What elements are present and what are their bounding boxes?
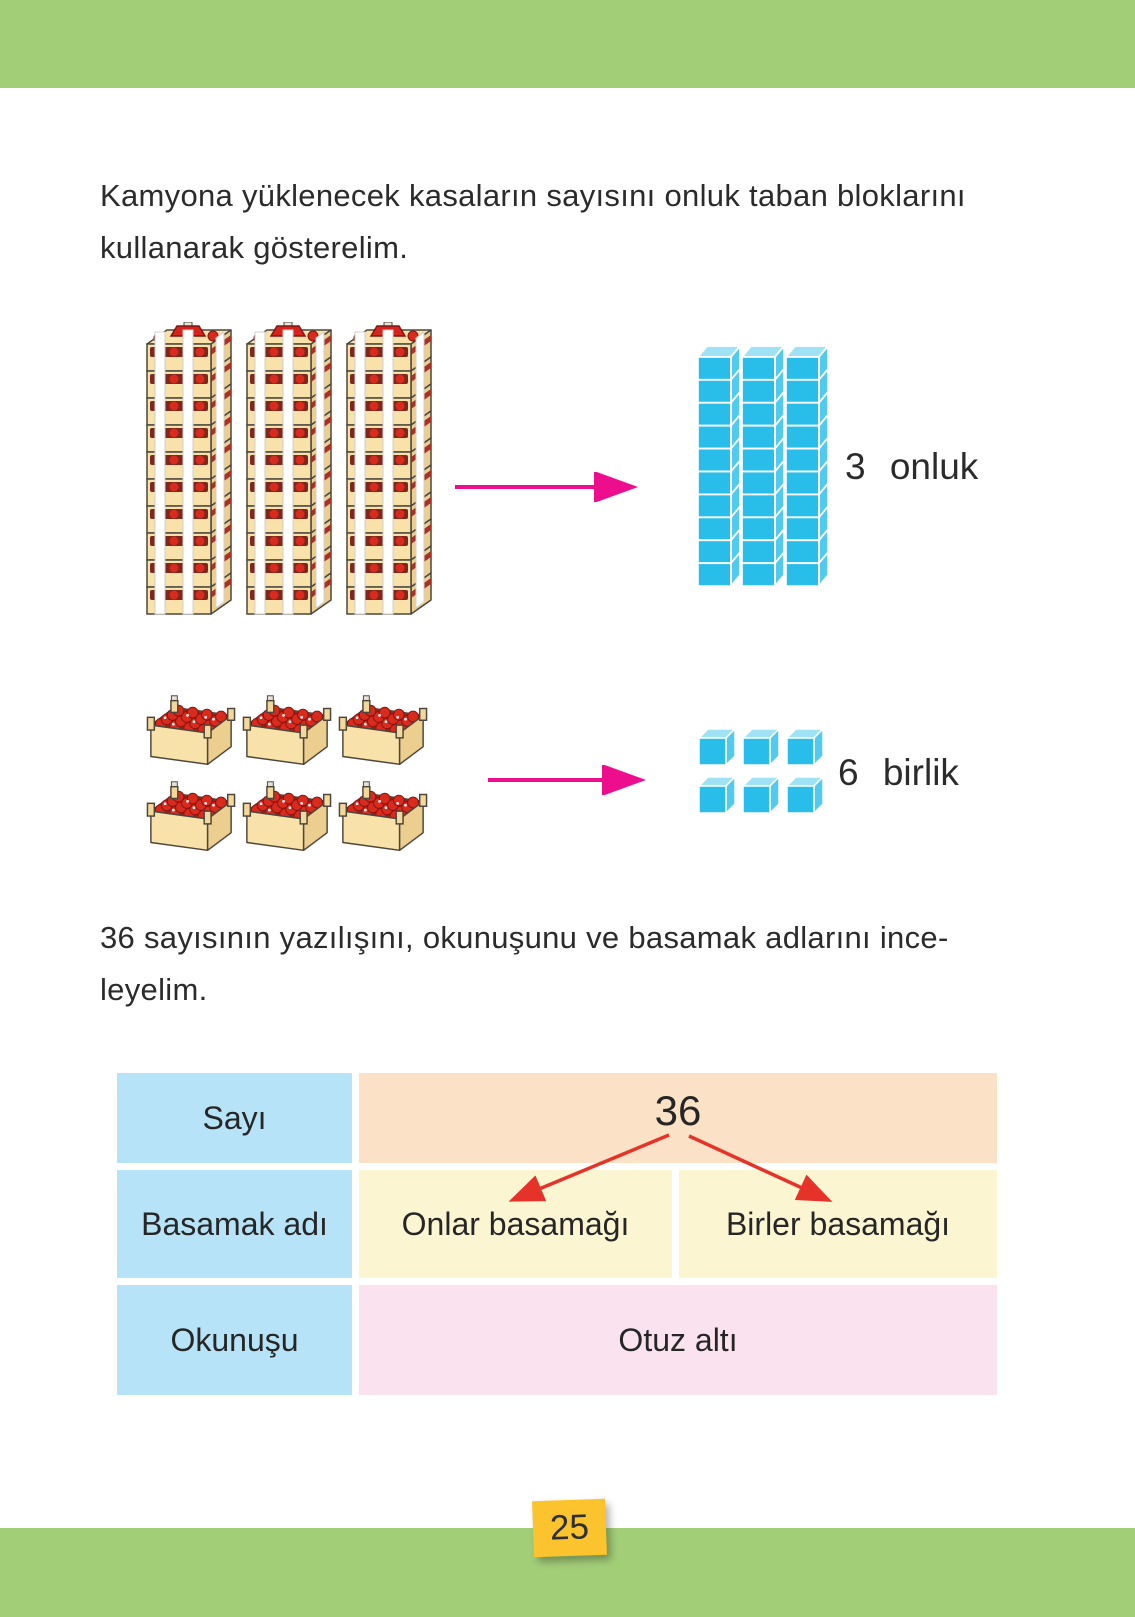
page-number-badge: 25 [532, 1498, 607, 1558]
table-value-okunusu: Otuz altı [359, 1285, 997, 1395]
right-arrow-tens [455, 472, 638, 502]
fruit-crate-illustration [146, 781, 236, 852]
ones-count-label: 6 birlik [838, 752, 959, 793]
ones-cube-illustration [785, 727, 825, 766]
ones-cube-illustration [741, 775, 781, 814]
section2-line-2: leyelim. [100, 972, 208, 1007]
ones-cube-illustration [785, 775, 825, 814]
intro-line-1: Kamyona yüklenecek kasaların sayısını on… [100, 178, 966, 213]
table-header-sayi: Sayı [117, 1073, 352, 1163]
top-green-band [0, 0, 1135, 88]
section2-line-1: 36 sayısının yazılışını, okunuşunu ve ba… [100, 920, 949, 955]
table-cell-birler-basamagi: Birler basamağı [679, 1170, 997, 1278]
fruit-crate-illustration [146, 695, 236, 766]
ones-cube-illustration [741, 727, 781, 766]
tens-rod-illustration [785, 344, 829, 588]
fruit-crate-illustration [242, 781, 332, 852]
tens-rod-illustration [741, 344, 785, 588]
section2-paragraph: 36 sayısının yazılışını, okunuşunu ve ba… [100, 912, 1040, 1016]
right-arrow-ones [488, 765, 646, 795]
tens-count-label: 3 onluk [845, 446, 979, 487]
fruit-crate-illustration [338, 781, 428, 852]
place-value-table: Sayı 36 Basamak adı Onlar basamağı Birle… [117, 1073, 997, 1395]
tens-rods-figure [697, 344, 829, 588]
intro-paragraph: Kamyona yüklenecek kasaların sayısını on… [100, 170, 1040, 274]
crate-stack-illustration [346, 322, 432, 615]
intro-line-2: kullanarak gösterelim. [100, 230, 409, 265]
ones-cube-illustration [697, 775, 737, 814]
crate-stacks-figure [143, 322, 435, 617]
crate-stack-illustration [246, 322, 332, 615]
table-header-okunusu: Okunuşu [117, 1285, 352, 1395]
fruit-crate-illustration [242, 695, 332, 766]
single-crates-figure [145, 695, 429, 857]
table-header-basamak-adi: Basamak adı [117, 1170, 352, 1278]
page-number: 25 [549, 1507, 590, 1548]
fruit-crate-illustration [338, 695, 428, 766]
ones-cube-illustration [697, 727, 737, 766]
table-value-number: 36 [359, 1073, 997, 1163]
table-cell-onlar-basamagi: Onlar basamağı [359, 1170, 672, 1278]
tens-rod-illustration [697, 344, 741, 588]
ones-cubes-figure [697, 726, 825, 814]
crate-stack-illustration [146, 322, 232, 615]
